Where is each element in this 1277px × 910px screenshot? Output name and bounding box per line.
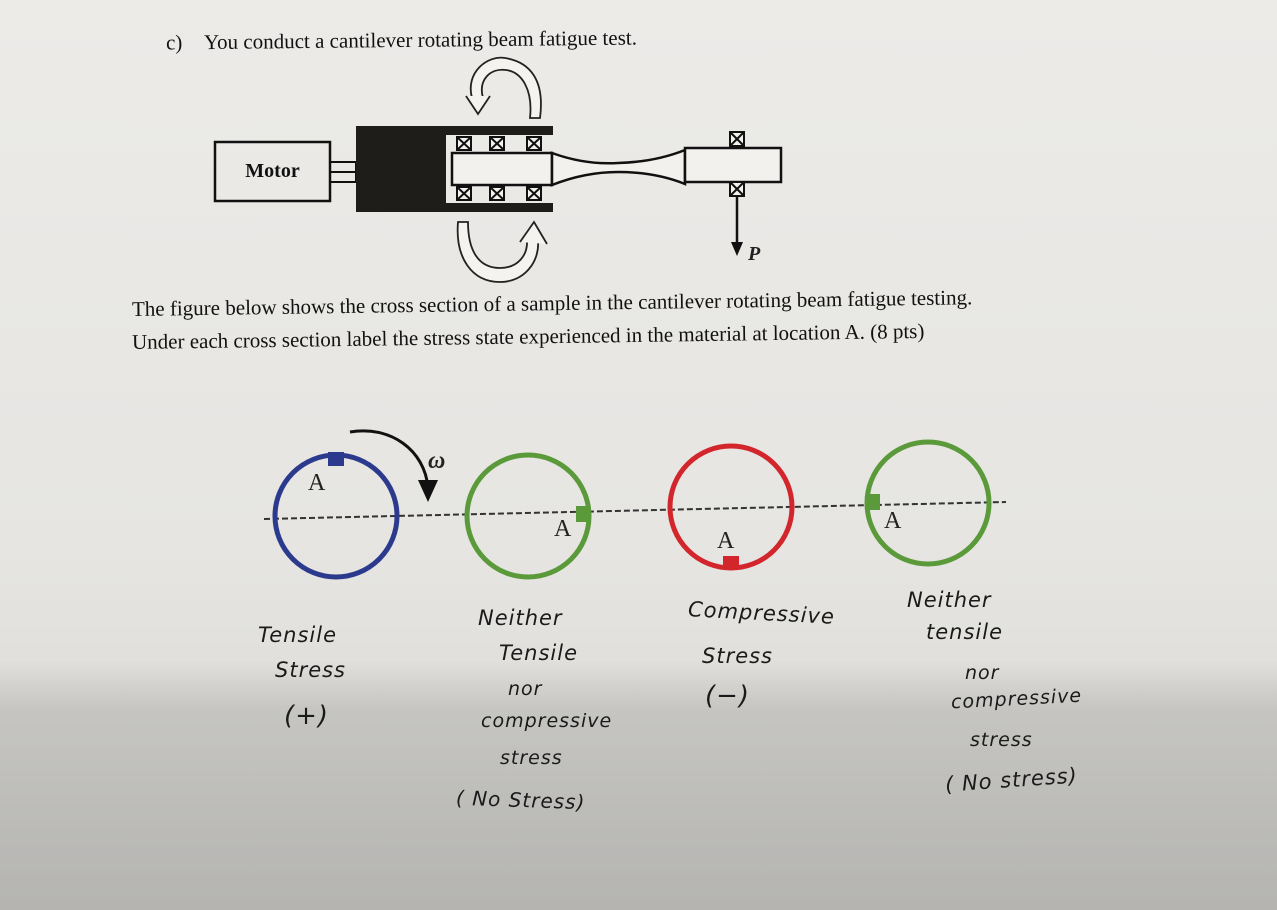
specimen bbox=[550, 148, 687, 187]
point-a-marker-2 bbox=[576, 506, 590, 522]
answer-2-line-1: Neither bbox=[478, 606, 563, 630]
answer-4-line-2: tensile bbox=[926, 620, 1003, 644]
point-a-label-2: A bbox=[554, 516, 572, 542]
neutral-axis bbox=[263, 501, 1007, 520]
load-bearings bbox=[729, 131, 745, 197]
answer-1-line-2: Stress bbox=[275, 658, 346, 682]
spindle bbox=[450, 151, 554, 187]
answer-2-line-6: ( No Stress) bbox=[455, 785, 586, 815]
rotation-arrow-top bbox=[465, 56, 542, 119]
answer-3-line-3: (−) bbox=[705, 681, 751, 711]
answer-2-line-5: stress bbox=[500, 747, 563, 769]
point-a-marker-4 bbox=[866, 494, 880, 510]
motor-label: Motor bbox=[245, 160, 300, 182]
answer-2-line-2: Tensile bbox=[499, 641, 578, 665]
omega-label: ω bbox=[428, 448, 446, 474]
answer-4-line-1: Neither bbox=[907, 588, 992, 612]
rotation-arrow-bottom bbox=[456, 220, 548, 283]
point-a-marker-1 bbox=[328, 452, 344, 466]
end-grip bbox=[683, 146, 783, 184]
answer-3-line-2: Stress bbox=[702, 644, 773, 668]
answer-2-line-4: compressive bbox=[481, 710, 613, 732]
omega-arrow bbox=[349, 429, 430, 489]
point-a-marker-3 bbox=[723, 556, 739, 570]
answer-4-line-5: stress bbox=[970, 729, 1033, 751]
cross-section-1 bbox=[272, 452, 400, 580]
answer-2-line-3: nor bbox=[508, 678, 543, 700]
bearings-bottom bbox=[456, 186, 542, 201]
point-a-label-1: A bbox=[308, 470, 326, 496]
answer-4-line-3: nor bbox=[965, 662, 1000, 684]
answer-1-line-1: Tensile bbox=[258, 623, 337, 647]
bearings-top bbox=[456, 136, 542, 151]
point-a-label-4: A bbox=[884, 508, 902, 534]
point-a-label-3: A bbox=[717, 528, 735, 554]
spindle-housing bbox=[356, 126, 553, 212]
answer-1-line-3: (+) bbox=[284, 701, 330, 731]
load-label: P bbox=[748, 243, 761, 265]
